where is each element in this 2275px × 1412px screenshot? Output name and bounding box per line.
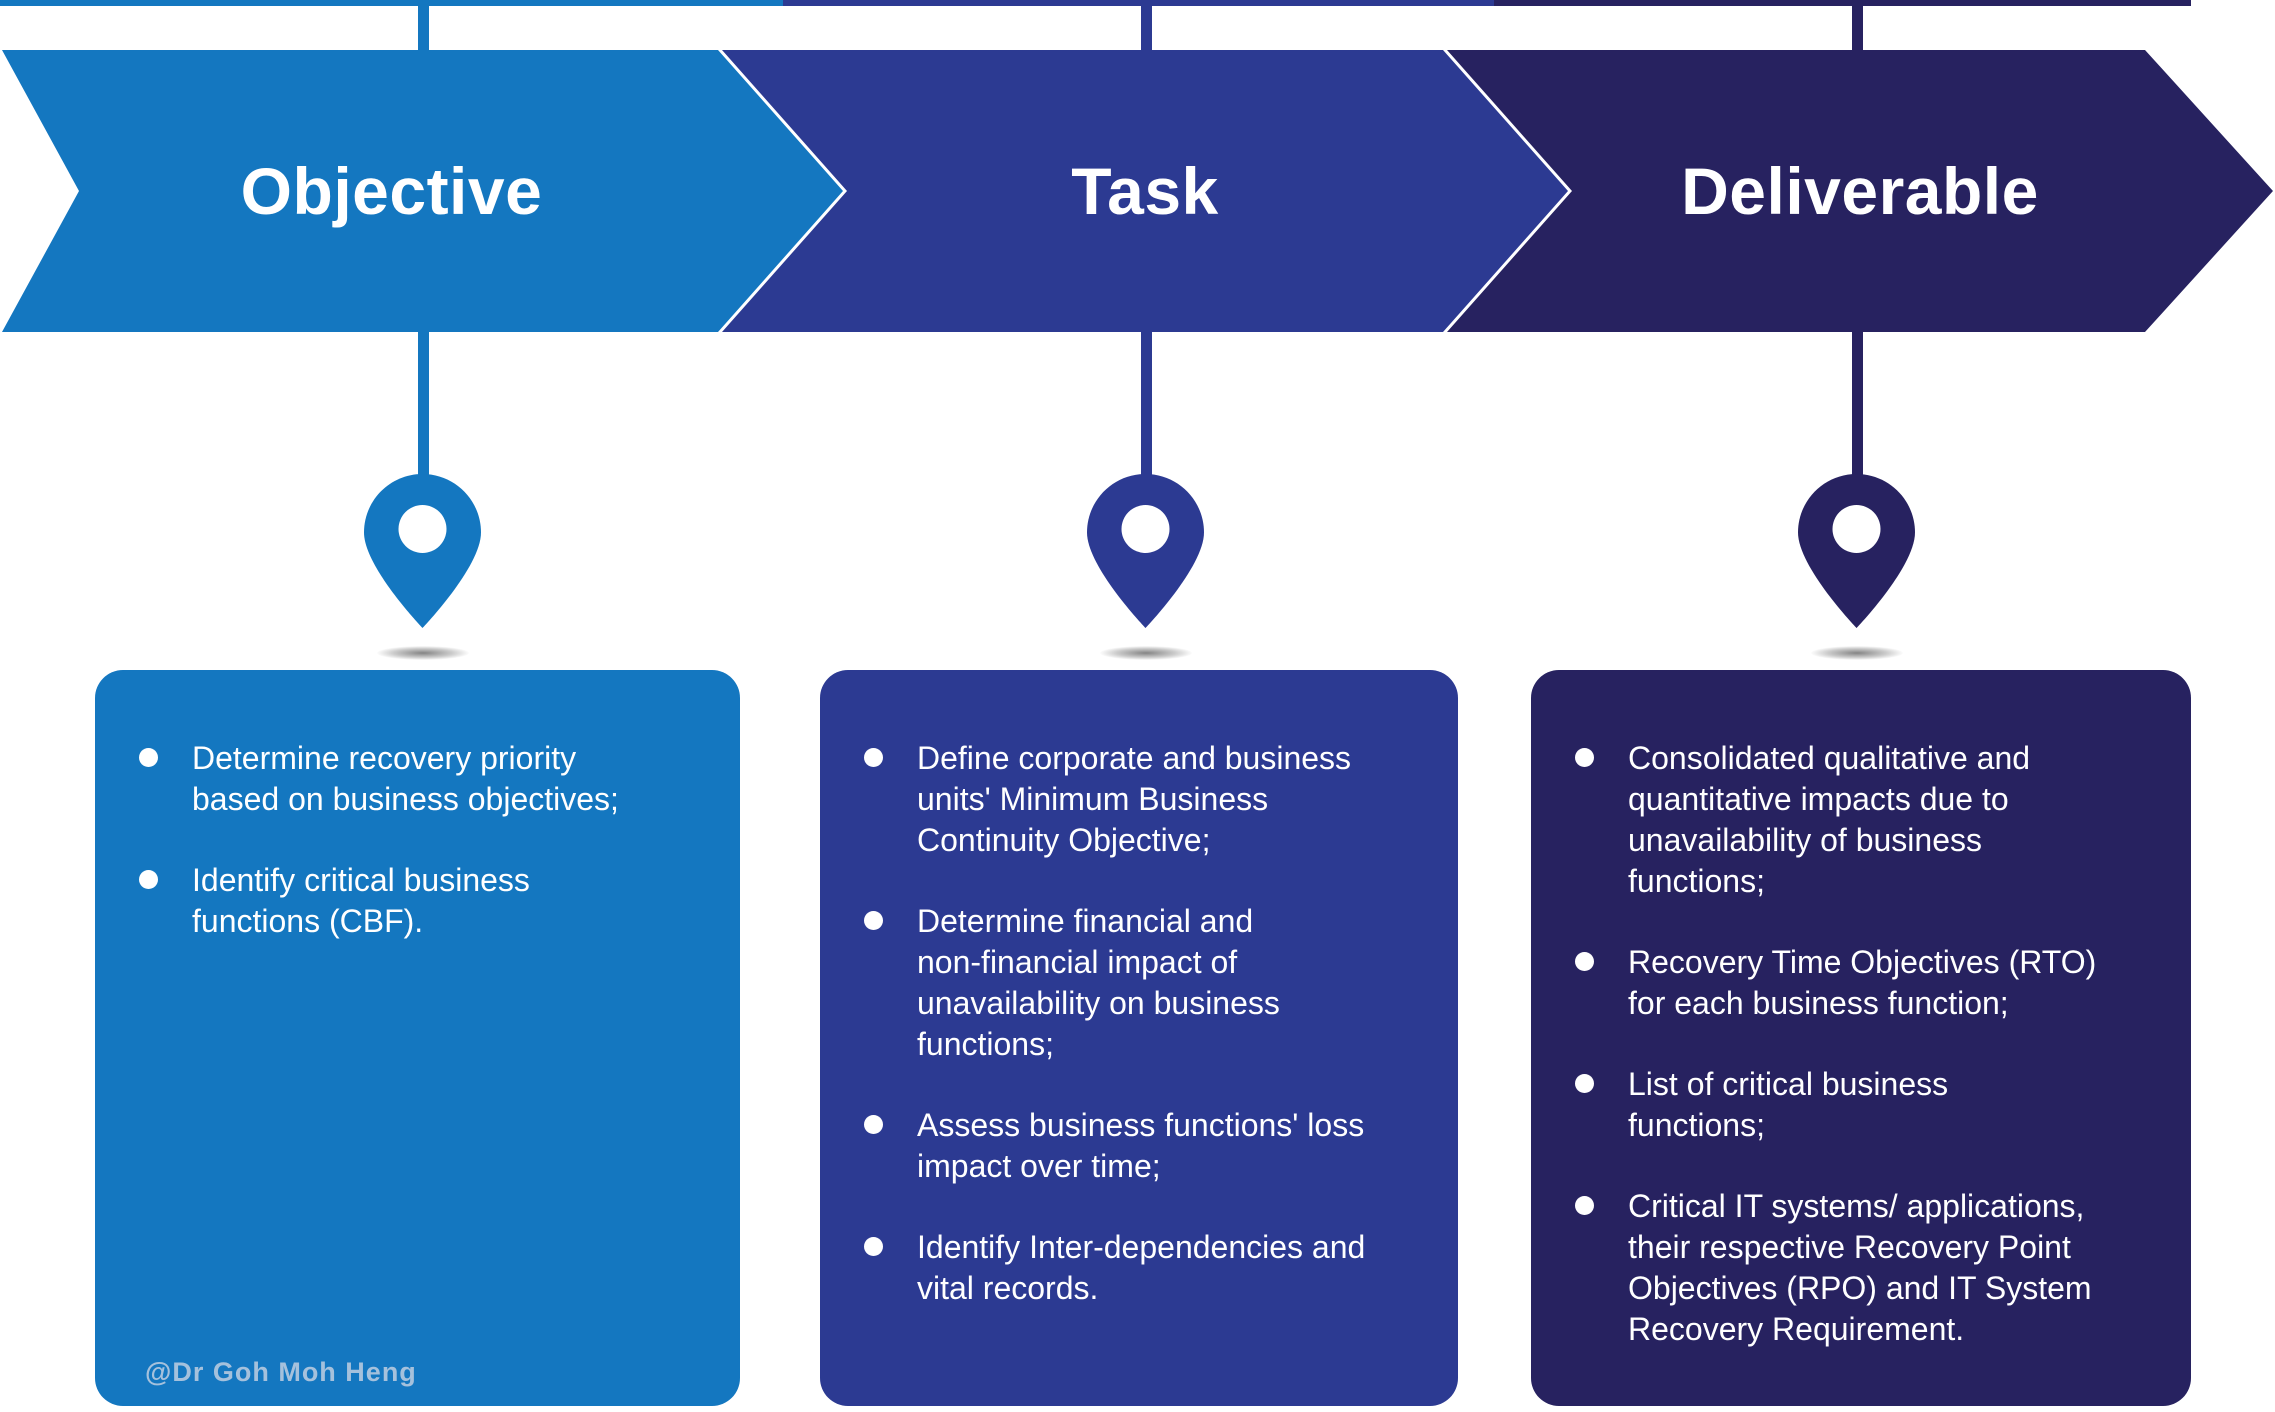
list-item: Consolidated qualitative and quantitativ… <box>1575 738 2163 902</box>
list-item: Determine financial and non-financial im… <box>864 901 1430 1065</box>
stage-title-objective: Objective <box>240 154 543 228</box>
card-objective: Determine recovery priority based on bus… <box>95 670 740 1406</box>
top-bar-segment-deliverable <box>1494 0 2191 6</box>
bullet-dot-icon <box>1575 952 1594 971</box>
bullet-text: Identify critical business functions (CB… <box>192 862 530 939</box>
top-connector-line-objective <box>418 4 429 50</box>
bullet-dot-icon <box>1575 748 1594 767</box>
top-connector-line-task <box>1141 4 1152 50</box>
bullet-dot-icon <box>864 1115 883 1134</box>
bullet-dot-icon <box>1575 1074 1594 1093</box>
stage-arrow-task: Task <box>722 50 1568 332</box>
top-bar-segment-objective <box>0 0 783 6</box>
location-pin-icon <box>364 474 481 628</box>
top-connector-line-deliverable <box>1852 4 1863 50</box>
list-item: Determine recovery priority based on bus… <box>139 738 712 820</box>
bottom-connector-line-task <box>1141 330 1152 478</box>
bullet-text: List of critical business functions; <box>1628 1066 1949 1143</box>
pin-shadow <box>377 646 469 660</box>
top-bar-segment-task <box>783 0 1494 6</box>
location-pin-icon <box>1798 474 1915 628</box>
bullet-text: Assess business functions' loss impact o… <box>917 1107 1365 1184</box>
list-item: Identify Inter-dependencies and vital re… <box>864 1227 1430 1309</box>
bullet-dot-icon <box>864 748 883 767</box>
bullet-text: Define corporate and business units' Min… <box>917 740 1352 858</box>
bullet-text: Determine financial and non-financial im… <box>917 903 1280 1062</box>
bullet-text: Identify Inter-dependencies and vital re… <box>917 1229 1366 1306</box>
location-pin-icon <box>1087 474 1204 628</box>
bullet-text: Consolidated qualitative and quantitativ… <box>1628 740 2031 899</box>
list-item: Recovery Time Objectives (RTO) for each … <box>1575 942 2163 1024</box>
bullet-text: Recovery Time Objectives (RTO) for each … <box>1628 944 2097 1021</box>
stage-arrow-objective: Objective <box>2 50 843 332</box>
list-item: Assess business functions' loss impact o… <box>864 1105 1430 1187</box>
bullet-dot-icon <box>864 911 883 930</box>
card-task: Define corporate and business units' Min… <box>820 670 1458 1406</box>
bullet-dot-icon <box>864 1237 883 1256</box>
bottom-connector-line-deliverable <box>1852 330 1863 478</box>
card-deliverable: Consolidated qualitative and quantitativ… <box>1531 670 2191 1406</box>
list-item: Identify critical business functions (CB… <box>139 860 712 942</box>
pin-shadow <box>1811 646 1903 660</box>
author-watermark: @Dr Goh Moh Heng <box>145 1357 417 1387</box>
bullet-text: Determine recovery priority based on bus… <box>192 740 619 817</box>
bullet-dot-icon <box>139 748 158 767</box>
list-item: Critical IT systems/ applications, their… <box>1575 1186 2163 1350</box>
list-item: List of critical business functions; <box>1575 1064 2163 1146</box>
bullet-dot-icon <box>1575 1196 1594 1215</box>
stage-arrow-deliverable: Deliverable <box>1447 50 2273 332</box>
pin-shadow <box>1100 646 1192 660</box>
bullet-dot-icon <box>139 870 158 889</box>
stage-title-task: Task <box>1071 154 1219 228</box>
stage-title-deliverable: Deliverable <box>1681 154 2039 228</box>
bottom-connector-line-objective <box>418 330 429 478</box>
list-item: Define corporate and business units' Min… <box>864 738 1430 861</box>
bullet-text: Critical IT systems/ applications, their… <box>1628 1188 2092 1347</box>
